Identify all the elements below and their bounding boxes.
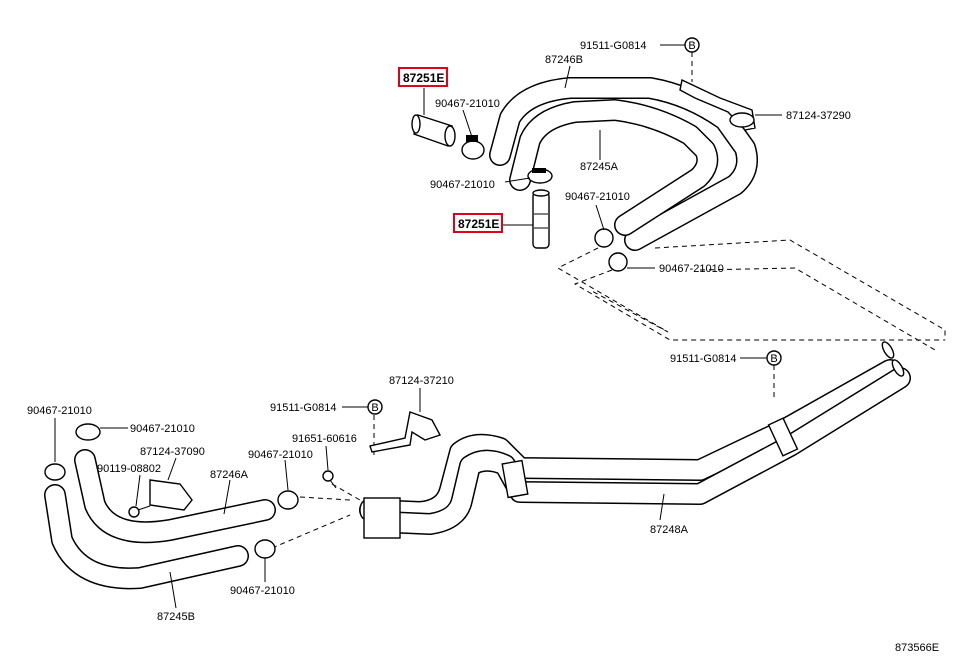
clamp-90467-d[interactable] [608, 252, 628, 272]
label-87248A: 87248A [650, 524, 689, 536]
bolt-symbol-text: B [688, 40, 695, 52]
clamp-90467-e[interactable] [75, 423, 101, 441]
highlight-box-top [398, 67, 448, 87]
bracket-87124-37290[interactable] [679, 78, 756, 131]
clamp-90467-b[interactable] [527, 168, 553, 184]
bolt-b-right: B [766, 350, 782, 366]
label-90467-g: 90467-21010 [248, 449, 313, 461]
label-91511-top: 91511-G0814 [580, 40, 646, 52]
clamp-90467-h[interactable] [254, 539, 276, 559]
hose-87245B[interactable] [44, 484, 249, 590]
label-87246B: 87246B [545, 54, 583, 66]
label-90467-a: 90467-21010 [435, 98, 500, 110]
bolt-b-top: B [684, 37, 700, 82]
bolt-b-mid: B [367, 399, 383, 415]
label-87251E-top: 87251E [403, 71, 444, 85]
label-87124-37210: 87124-37210 [389, 375, 454, 387]
hose-87245A[interactable] [509, 99, 719, 236]
bolt-90119-08802[interactable] [128, 505, 151, 518]
bolt-symbol-text: B [770, 353, 777, 365]
dashed-guide-lines [271, 239, 946, 549]
label-90467-h: 90467-21010 [230, 585, 295, 597]
label-90467-b: 90467-21010 [430, 179, 495, 191]
label-87246A: 87246A [210, 469, 249, 481]
label-90467-f: 90467-21010 [130, 423, 195, 435]
label-90467-d: 90467-21010 [659, 263, 724, 275]
connector-87251E-top[interactable] [411, 114, 456, 147]
label-87124-37290: 87124-37290 [786, 110, 851, 122]
label-91511-mid: 91511-G0814 [270, 402, 336, 414]
clamp-90467-c[interactable] [594, 228, 614, 248]
clamp-90467-f[interactable] [44, 463, 66, 481]
label-87251E-mid: 87251E [458, 217, 499, 231]
callout-87251E-top[interactable]: 87251E [398, 67, 448, 87]
highlight-box-mid [453, 213, 503, 233]
bolt-symbol-text: B [371, 402, 378, 414]
bracket-87124-37090[interactable] [149, 479, 193, 511]
label-91651-60616: 91651-60616 [292, 433, 357, 445]
pipe-87248A[interactable] [359, 340, 911, 535]
hose-87246A[interactable] [74, 449, 276, 544]
label-90467-e: 90467-21010 [27, 405, 92, 417]
label-87245A: 87245A [580, 161, 619, 173]
callout-87251E-mid[interactable]: 87251E [453, 213, 503, 233]
diagram-code: 873566E [895, 642, 939, 654]
label-87124-37090: 87124-37090 [140, 446, 205, 458]
bracket-87124-37210[interactable] [363, 411, 442, 539]
label-91511-right: 91511-G0814 [670, 353, 736, 365]
clamp-90467-g[interactable] [277, 490, 299, 510]
label-87245B: 87245B [157, 611, 195, 623]
label-90119-08802: 90119-08802 [97, 463, 161, 475]
leader-lines [54, 44, 782, 609]
hose-87246B[interactable] [489, 77, 758, 251]
connector-87251E-mid[interactable] [532, 189, 550, 249]
label-90467-c: 90467-21010 [565, 191, 630, 203]
bolt-91651-60616[interactable] [322, 470, 337, 489]
